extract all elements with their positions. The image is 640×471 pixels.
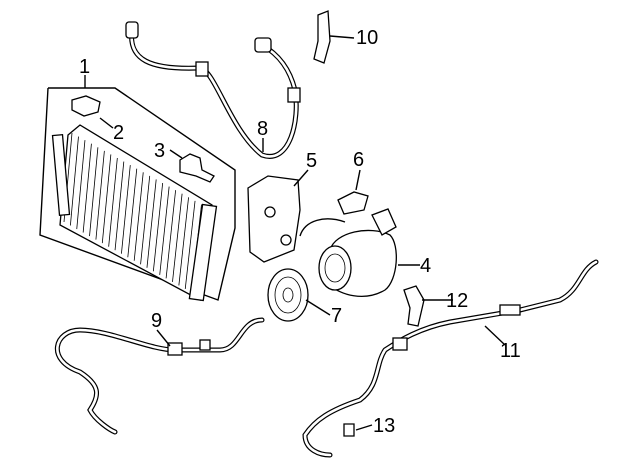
bracket-2 xyxy=(71,95,101,117)
condenser-fin xyxy=(159,186,170,275)
callout-1: 1 xyxy=(79,56,90,78)
condenser-fin xyxy=(95,150,105,240)
condenser-fin xyxy=(69,136,79,226)
bracket-10 xyxy=(313,10,331,64)
condenser-fin xyxy=(178,197,189,286)
line-11 xyxy=(302,259,599,458)
callout-6: 6 xyxy=(353,149,364,171)
bracket-12 xyxy=(403,285,425,327)
condenser-fin xyxy=(89,147,99,237)
pressure-switch-13 xyxy=(343,423,355,437)
compressor-4 xyxy=(299,208,397,297)
callout-3: 3 xyxy=(154,140,165,162)
hose-8 xyxy=(125,21,301,159)
condenser-fin xyxy=(114,161,125,251)
callout-13: 13 xyxy=(373,415,395,437)
clutch-pulley-7 xyxy=(267,268,309,322)
callout-5: 5 xyxy=(306,150,317,172)
callout-12: 12 xyxy=(446,290,468,312)
condenser-fin xyxy=(165,190,177,279)
callout-11: 11 xyxy=(500,340,521,362)
callout-2: 2 xyxy=(113,122,124,144)
condenser-fin xyxy=(184,200,196,289)
condenser-fin xyxy=(76,140,86,230)
line-9 xyxy=(55,317,265,435)
condenser-fin xyxy=(101,154,112,244)
condenser-fin xyxy=(108,157,118,247)
condenser-assembly xyxy=(39,87,236,302)
callout-7: 7 xyxy=(331,305,342,327)
callout-10: 10 xyxy=(356,27,378,49)
condenser-fin xyxy=(140,175,151,265)
bracket-3 xyxy=(179,153,215,183)
condenser-fin xyxy=(133,172,144,261)
bracket-5 xyxy=(247,175,301,263)
condenser-fin xyxy=(172,193,183,282)
condenser-fin xyxy=(152,182,164,272)
condenser-fin xyxy=(82,143,92,233)
bracket-6 xyxy=(337,191,369,215)
condenser-fin xyxy=(146,179,157,268)
leader-lines xyxy=(84,35,506,431)
callout-9: 9 xyxy=(151,310,162,332)
callout-4: 4 xyxy=(420,255,431,277)
callout-8: 8 xyxy=(257,118,268,140)
condenser-fin xyxy=(127,168,138,258)
condenser-fin xyxy=(121,165,131,254)
